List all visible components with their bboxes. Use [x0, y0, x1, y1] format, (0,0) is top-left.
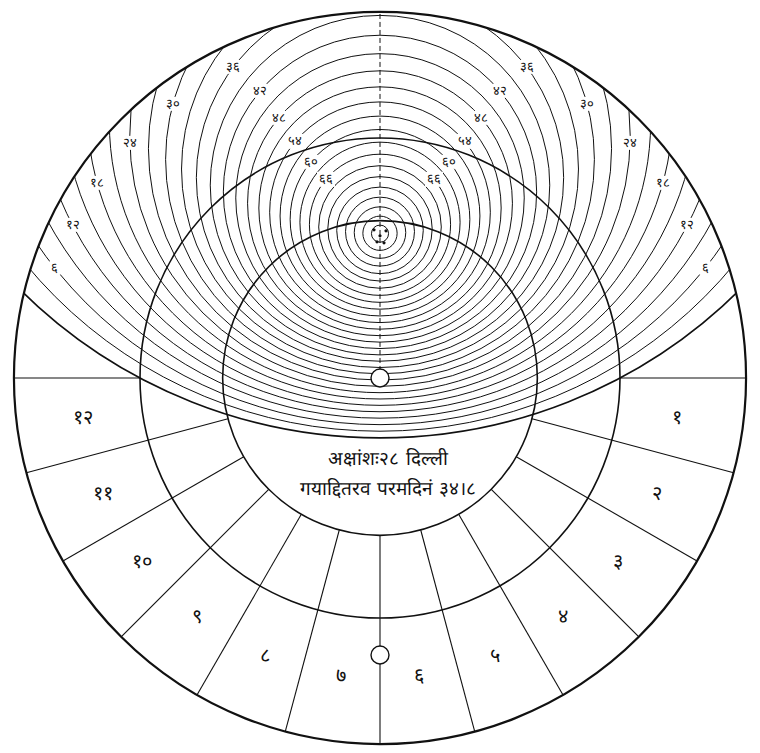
altitude-number: ३६ — [224, 60, 242, 74]
hour-line — [121, 489, 269, 637]
hour-number: १२ — [71, 406, 95, 428]
hour-line — [491, 489, 639, 637]
altitude-number: ६० — [440, 154, 458, 168]
tropic-of-cancer — [223, 221, 538, 536]
zenith-dot — [372, 228, 375, 231]
hour-line — [379, 535, 380, 744]
almucantar-arc — [0, 0, 760, 438]
hour-number: २ — [650, 482, 664, 504]
altitude-number: ६६ — [425, 172, 443, 186]
altitude-number: २४ — [121, 136, 139, 150]
meridian-line — [380, 14, 381, 369]
altitude-number: ६ — [49, 261, 60, 275]
zenith-dot — [375, 240, 378, 243]
hour-number: ४ — [556, 605, 570, 627]
hour-number: ९ — [190, 605, 204, 627]
almucantar-arc — [0, 0, 760, 431]
hour-number: ११ — [91, 482, 115, 504]
hour-number: १० — [130, 550, 154, 572]
altitude-number: ६ — [700, 261, 711, 275]
altitude-number: ४८ — [270, 111, 288, 125]
altitude-number: ४२ — [251, 84, 269, 98]
hour-line-group — [14, 378, 746, 744]
hour-number: ३ — [611, 550, 625, 572]
altitude-number: ४८ — [472, 111, 490, 125]
hour-line — [421, 530, 475, 732]
zenith-dot — [382, 241, 385, 244]
almucantar-arc — [0, 0, 760, 425]
altitude-number: ५४ — [456, 134, 474, 148]
altitude-number: ६६ — [317, 172, 335, 186]
hour-number: ६ — [412, 664, 426, 686]
almucantar-arc — [62, 0, 699, 405]
hour-line — [63, 457, 244, 561]
centre-hole — [371, 369, 389, 387]
almucantar-arc — [166, 0, 595, 374]
zenith-dots — [372, 228, 387, 244]
altitude-number: ३६ — [518, 60, 536, 74]
day-length-inscription: गयाद्दितरव परमदिनं ३४।८ — [298, 478, 478, 499]
hour-number: ५ — [488, 644, 502, 666]
almucantar-arc — [148, 0, 611, 380]
hour-number: १ — [670, 406, 684, 428]
altitude-number: १८ — [88, 176, 106, 190]
zenith-dot — [378, 234, 381, 237]
almucantar-arc — [1, 0, 758, 418]
hour-number: ७ — [334, 664, 348, 686]
altitude-number: ५४ — [286, 134, 304, 148]
altitude-number: १२ — [678, 218, 696, 232]
hour-number: ८ — [258, 644, 272, 666]
almucantar-arc — [130, 0, 630, 386]
latitude-inscription: अक्षांशः२८ दिल्ली — [326, 448, 449, 469]
altitude-number: १२ — [64, 218, 82, 232]
altitude-number: ४२ — [491, 84, 509, 98]
altitude-number: ३० — [578, 97, 596, 111]
almucantar-arc — [109, 0, 650, 393]
altitude-number: २४ — [621, 136, 639, 150]
almucantar-arc — [87, 0, 673, 399]
almucantar-group — [0, 0, 760, 438]
plate-ground — [14, 12, 746, 744]
altitude-number: १८ — [654, 176, 672, 190]
hour-line — [516, 457, 697, 561]
lower-hole — [371, 646, 389, 664]
hour-line — [532, 419, 734, 473]
hour-line — [14, 377, 223, 378]
hour-line — [197, 514, 301, 695]
hour-line — [537, 377, 746, 378]
almucantar-arc — [33, 0, 726, 412]
hour-line — [459, 514, 563, 695]
plate-rim — [14, 12, 746, 744]
hour-line — [26, 419, 228, 473]
hour-line — [285, 530, 339, 732]
zenith-dot — [384, 229, 387, 232]
altitude-number: ३० — [164, 97, 182, 111]
altitude-number: ६० — [302, 154, 320, 168]
